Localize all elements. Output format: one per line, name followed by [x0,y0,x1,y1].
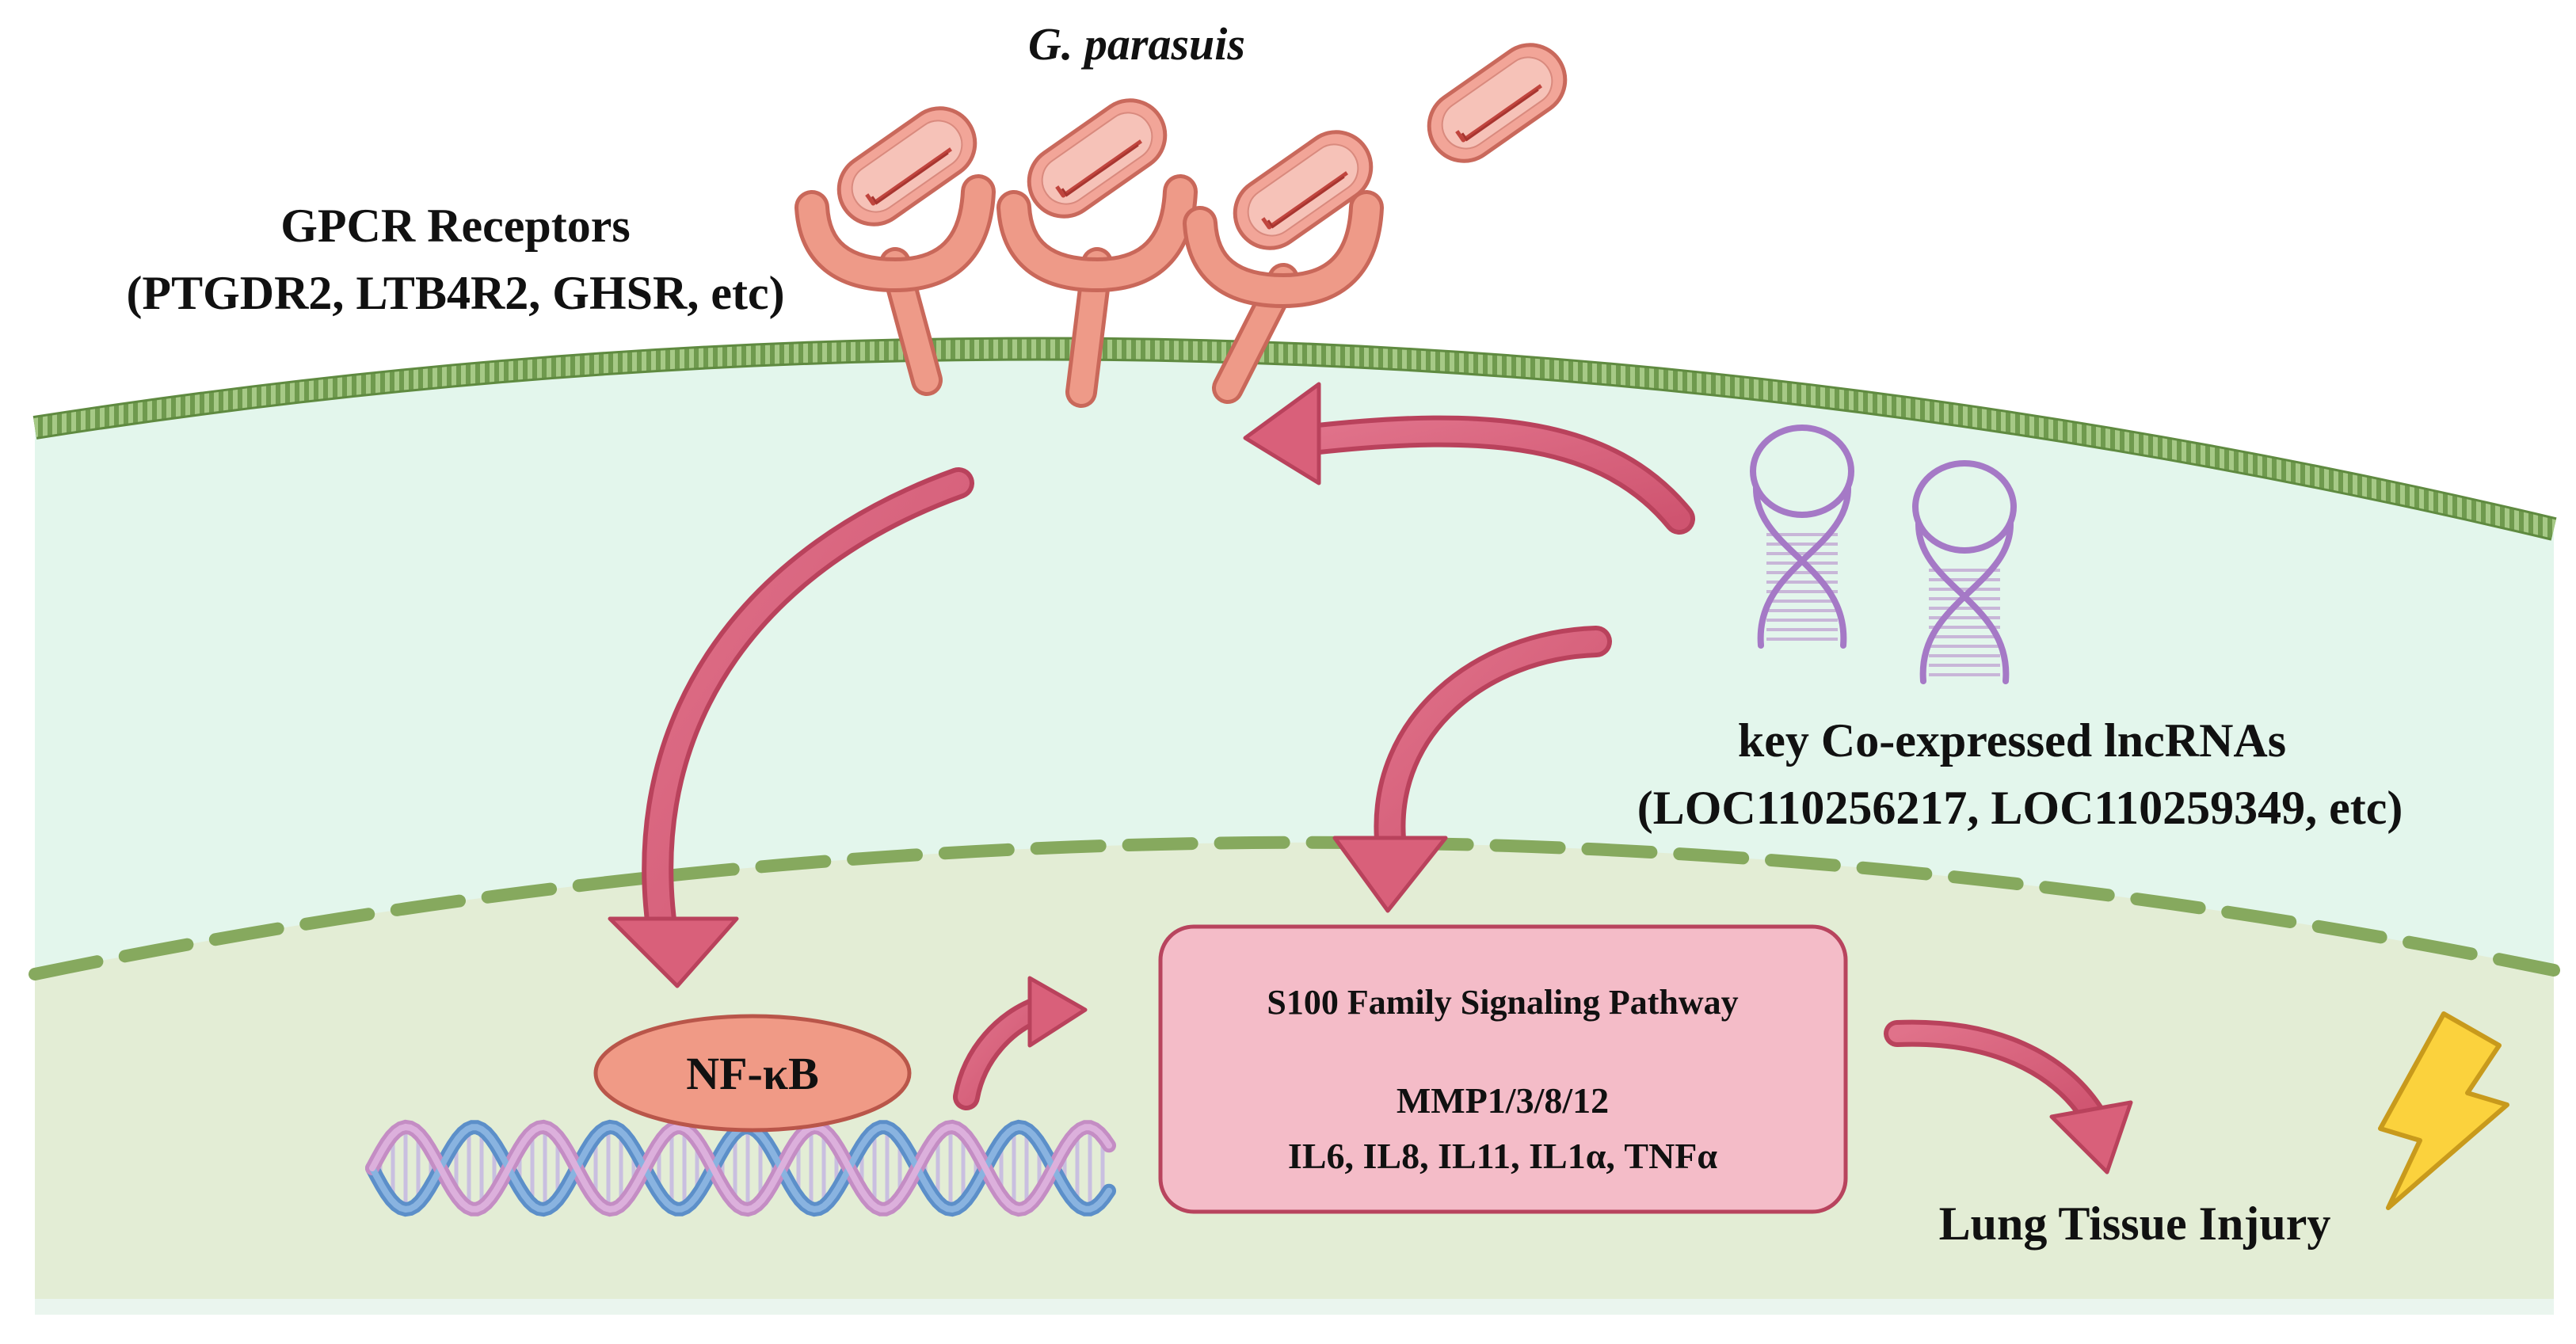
arrow-lncrna-to-pathway [1332,626,1612,913]
arrow-lncrna-to-receptor [1243,382,1695,535]
outcome-label: Lung Tissue Injury [1939,1197,2331,1250]
rna-helix-icon [1750,425,1854,649]
nfkb-ellipse [593,1014,912,1133]
lncrna-group [1750,425,2017,684]
lncrna-label-line2: (LOC110256217, LOC110259349, etc) [1637,782,2403,834]
y-shaped-receptor-icon [795,174,996,396]
receptors-label-line1: GPCR Receptors [280,200,631,252]
arrow-receptor-to-nfkb [608,467,974,988]
receptor-group [795,174,1384,408]
lncrna-label-line1: key Co-expressed lncRNAs [1738,714,2286,767]
bacteria-group [836,43,1568,250]
pathogen-label: G. parasuis [1028,18,1245,70]
pathway-box [1158,924,1848,1214]
nuclear-envelope [29,836,2560,980]
lightning-bolt-icon [2378,1011,2509,1210]
pathway-genes-line1: MMP1/3/8/12 [1397,1080,1609,1121]
pathway-title: S100 Family Signaling Pathway [1267,983,1738,1022]
rod-bacterium-icon [836,106,977,227]
y-shaped-receptor-icon [1183,190,1384,404]
receptors-label-line2: (PTGDR2, LTB4R2, GHSR, etc) [126,267,784,319]
arrow-nfkb-to-pathway [953,976,1088,1110]
rod-bacterium-icon [1233,130,1374,250]
rna-helix-icon [1912,460,2017,684]
rod-bacterium-icon [1027,98,1168,219]
rod-bacterium-icon [1427,43,1568,163]
arrow-pathway-to-injury [1884,1019,2133,1175]
nfkb-label: NF-κB [686,1048,819,1099]
cell-bottom-edge [35,1299,2554,1315]
pathway-genes-line2: IL6, IL8, IL11, IL1α, TNFα [1288,1136,1717,1176]
y-shaped-receptor-icon [996,174,1198,408]
